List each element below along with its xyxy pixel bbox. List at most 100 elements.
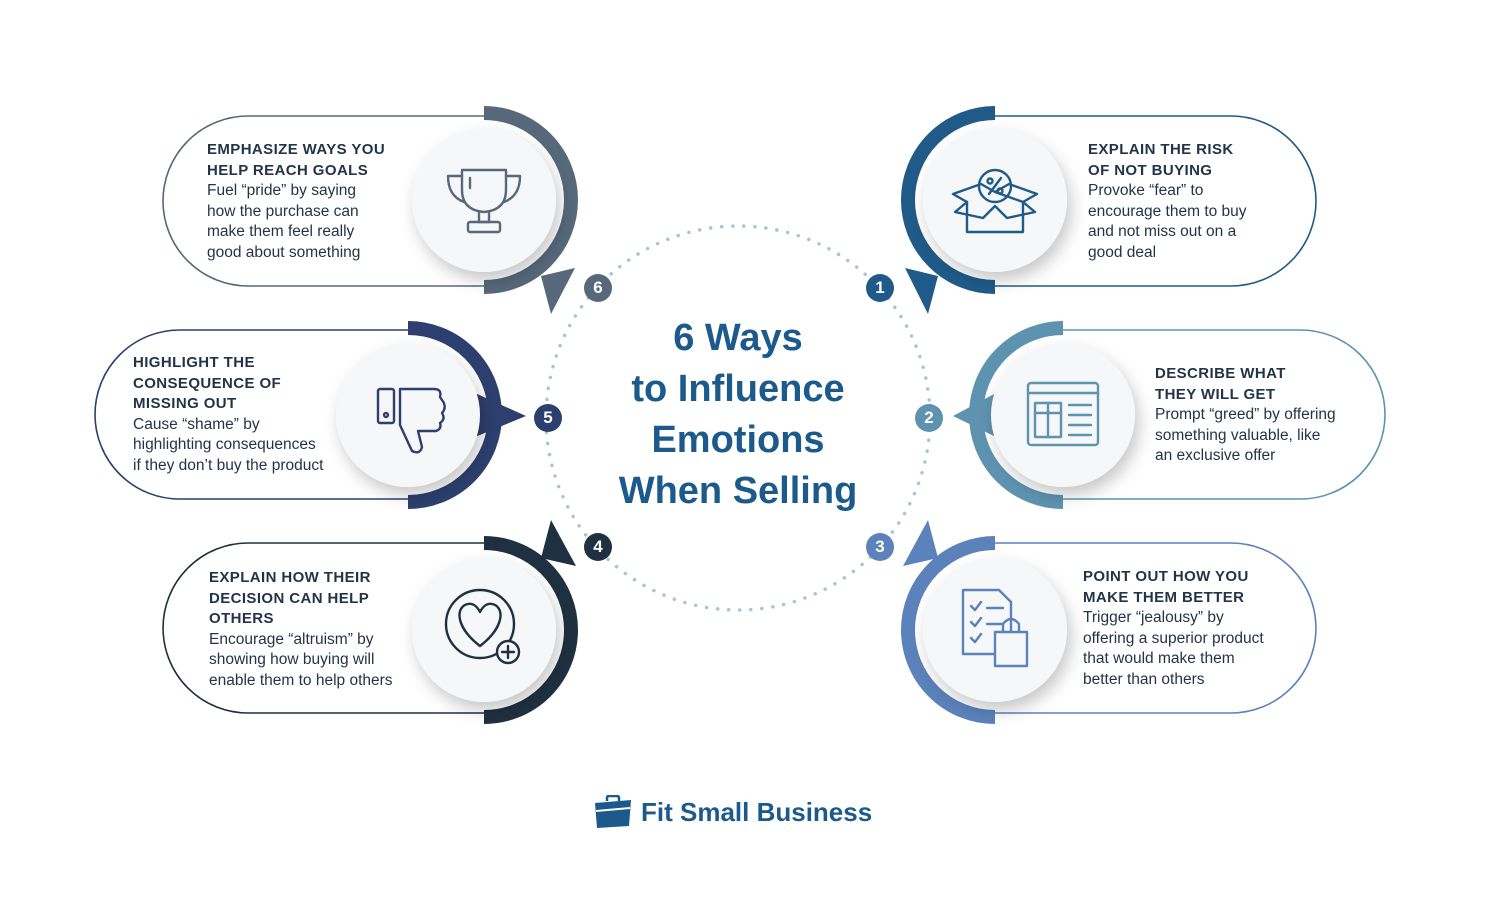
step-card-4 bbox=[162, 520, 578, 724]
shopping-bag bbox=[993, 630, 1029, 668]
title-line: 6 Ways bbox=[673, 317, 803, 359]
body-line: good deal bbox=[1088, 243, 1157, 261]
icon-circle bbox=[991, 343, 1135, 487]
checkmarks bbox=[969, 600, 983, 644]
pointer-tail bbox=[541, 268, 575, 314]
step-3-body: Trigger “jealousy” by offering a superio… bbox=[1083, 608, 1264, 690]
discount-box-icon bbox=[951, 168, 1039, 234]
body-line: good about something bbox=[207, 243, 361, 261]
icon-circle bbox=[412, 128, 556, 272]
title-line: When Selling bbox=[618, 470, 858, 512]
heading-line: DESCRIBE WHAT bbox=[1155, 365, 1286, 382]
step-5-text: HIGHLIGHT THE CONSEQUENCE OF MISSING OUT… bbox=[133, 353, 323, 476]
card-outline bbox=[162, 542, 484, 714]
pointer-tail bbox=[953, 393, 996, 437]
check-lines bbox=[985, 606, 1005, 626]
cup-handles bbox=[446, 174, 522, 204]
step-card-3 bbox=[901, 520, 1317, 724]
percent-dot bbox=[986, 177, 994, 185]
gift-ribbon bbox=[1033, 401, 1063, 439]
step-5-heading: HIGHLIGHT THE CONSEQUENCE OF MISSING OUT bbox=[133, 353, 323, 415]
icon-circle bbox=[923, 128, 1067, 272]
gift-webpage-icon bbox=[1026, 381, 1100, 447]
body-line: highlighting consequences bbox=[133, 436, 316, 453]
icon-circle bbox=[336, 343, 480, 487]
badge-circle bbox=[977, 168, 1013, 204]
step-badge-6 bbox=[584, 274, 612, 302]
step-3-heading: POINT OUT HOW YOU MAKE THEM BETTER bbox=[1083, 567, 1264, 608]
card-outline bbox=[162, 115, 484, 287]
step-2-body: Prompt “greed” by offering something val… bbox=[1155, 405, 1336, 467]
thumbs-down-icon bbox=[376, 387, 446, 454]
step-number-6: 6 bbox=[593, 278, 603, 297]
text-lines bbox=[1067, 403, 1093, 437]
percent-dot bbox=[996, 187, 1004, 195]
step-1-text: EXPLAIN THE RISK OF NOT BUYING Provoke “… bbox=[1088, 140, 1247, 263]
heading-line: EMPHASIZE WAYS YOU bbox=[207, 141, 386, 158]
heading-line: HELP REACH GOALS bbox=[207, 161, 369, 179]
card-outline bbox=[1063, 329, 1386, 500]
briefcase-icon bbox=[595, 795, 631, 828]
plus-sign bbox=[500, 644, 516, 660]
step-badge-5 bbox=[534, 404, 562, 432]
body-line: make them feel really bbox=[207, 223, 355, 240]
step-4-text: EXPLAIN HOW THEIR DECISION CAN HELP OTHE… bbox=[209, 568, 393, 691]
card-outline bbox=[94, 329, 408, 500]
heading-line: EXPLAIN THE RISK bbox=[1088, 141, 1234, 158]
body-line: offering a superior product bbox=[1083, 629, 1264, 647]
base bbox=[466, 220, 502, 234]
heading-line: EXPLAIN HOW THEIR bbox=[209, 569, 371, 586]
cuff bbox=[376, 387, 396, 425]
trophy-icon bbox=[446, 168, 522, 234]
icon-circle bbox=[923, 558, 1067, 702]
title-line: to Influence bbox=[631, 368, 845, 410]
accent-arc bbox=[901, 536, 996, 724]
step-1-heading: EXPLAIN THE RISK OF NOT BUYING bbox=[1088, 140, 1247, 181]
percent-slash bbox=[987, 176, 1003, 196]
body-line: Encourage “altruism” by bbox=[209, 630, 374, 648]
step-badge-2 bbox=[915, 404, 943, 432]
step-card-5 bbox=[94, 321, 526, 509]
step-card-2 bbox=[953, 321, 1386, 509]
step-4-body: Encourage “altruism” by showing how buyi… bbox=[209, 630, 393, 692]
checklist-shopping-bag-icon bbox=[961, 588, 1029, 668]
heading-line: CONSEQUENCE OF bbox=[133, 374, 282, 392]
step-card-1 bbox=[901, 106, 1317, 314]
body-line: something valuable, like bbox=[1155, 426, 1321, 444]
pointer-tail bbox=[475, 393, 526, 437]
body-line: encourage them to buy bbox=[1088, 202, 1247, 220]
document bbox=[961, 588, 1013, 656]
brand-name: Fit Small Business bbox=[641, 796, 873, 827]
card-outline bbox=[995, 115, 1317, 287]
step-badge-4 bbox=[584, 533, 612, 561]
body-line: Fuel “pride” by saying bbox=[207, 182, 357, 199]
icon-circle bbox=[412, 558, 556, 702]
accent-arc bbox=[901, 106, 996, 294]
body-line: Trigger “jealousy” by bbox=[1083, 609, 1224, 626]
step-number-2: 2 bbox=[924, 408, 934, 427]
heading-line: HIGHLIGHT THE bbox=[133, 354, 255, 371]
heading-line: POINT OUT HOW YOU bbox=[1083, 568, 1249, 585]
step-2-heading: DESCRIBE WHAT THEY WILL GET bbox=[1155, 364, 1336, 405]
step-number-5: 5 bbox=[543, 408, 553, 427]
step-card-6 bbox=[162, 106, 578, 314]
step-3-text: POINT OUT HOW YOU MAKE THEM BETTER Trigg… bbox=[1083, 567, 1264, 690]
step-4-heading: EXPLAIN HOW THEIR DECISION CAN HELP OTHE… bbox=[209, 568, 393, 630]
heart-plus-icon bbox=[444, 588, 521, 665]
step-5-body: Cause “shame” by highlighting consequenc… bbox=[133, 415, 323, 477]
body-line: Cause “shame” by bbox=[133, 415, 260, 433]
heading-line: MISSING OUT bbox=[133, 395, 237, 412]
step-6-body: Fuel “pride” by saying how the purchase … bbox=[207, 181, 385, 263]
heading-line: DECISION CAN HELP bbox=[209, 589, 370, 607]
title-line: Emotions bbox=[651, 419, 825, 461]
browser-frame bbox=[1026, 381, 1100, 447]
heading-line: OTHERS bbox=[209, 610, 274, 627]
heading-line: MAKE THEM BETTER bbox=[1083, 588, 1245, 606]
step-2-text: DESCRIBE WHAT THEY WILL GET Prompt “gree… bbox=[1155, 364, 1336, 467]
body-line: enable them to help others bbox=[209, 671, 393, 689]
pointer-tail bbox=[903, 520, 938, 566]
body-line: and not miss out on a bbox=[1088, 223, 1237, 240]
body-line: Prompt “greed” by offering bbox=[1155, 406, 1336, 423]
diagram-title: 6 Ways to Influence Emotions When Sellin… bbox=[588, 313, 888, 517]
